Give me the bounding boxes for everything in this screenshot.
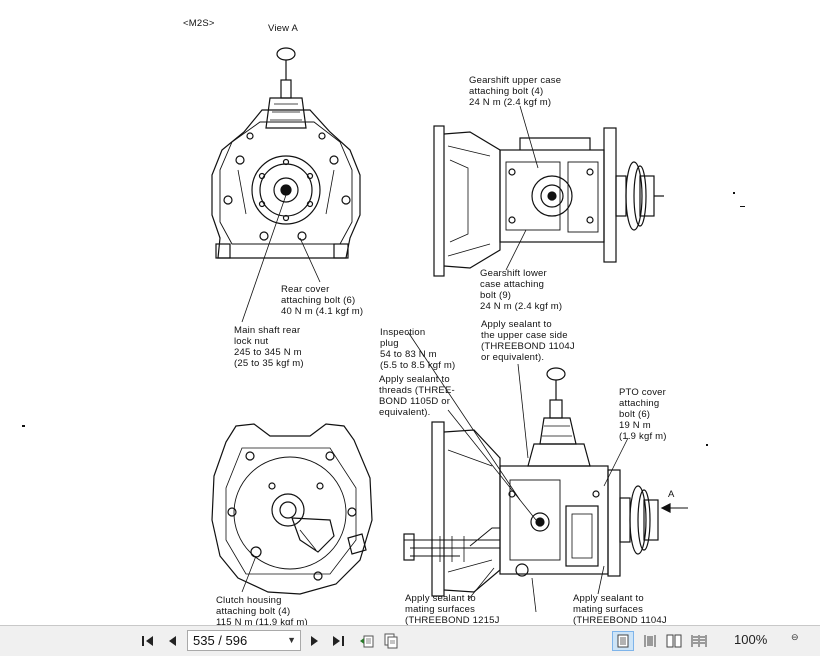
page-dropdown-icon[interactable]: ▼ (287, 635, 296, 645)
previous-page-icon (169, 636, 176, 646)
pto-side-view-drawing (403, 331, 688, 613)
view-a-arrow-letter: A (668, 489, 675, 500)
facing-icon (666, 634, 682, 648)
scan-specks (22, 192, 745, 446)
gearshift-upper-bolt-label: Gearshift upper case attaching bolt (4) … (469, 75, 562, 108)
next-view-icon (384, 633, 398, 649)
next-page-button[interactable] (307, 632, 323, 650)
previous-view-button[interactable] (358, 632, 376, 650)
continuous-facing-view-button[interactable] (690, 632, 708, 650)
single-page-view-button[interactable] (612, 631, 634, 651)
side-view-drawing (433, 105, 664, 277)
previous-page-button[interactable] (164, 632, 180, 650)
next-view-button[interactable] (382, 632, 400, 650)
previous-view-icon (360, 635, 374, 648)
model-tag: <M2S> (183, 18, 215, 29)
continuous-facing-icon (691, 635, 707, 647)
first-page-icon (142, 636, 153, 646)
pto-cover-bolt-label: PTO cover attaching bolt (6) 19 N m (1.9… (619, 387, 667, 442)
navigation-toolbar: 535 / 596 ▼ (0, 625, 820, 656)
zoom-level[interactable]: 100% (734, 632, 768, 647)
sealant-upper-case-label: Apply sealant to the upper case side (TH… (481, 319, 575, 363)
continuous-view-button[interactable] (641, 632, 659, 650)
last-page-button[interactable] (330, 632, 346, 650)
zoom-dropdown-icon[interactable]: ⊖ (791, 632, 799, 642)
continuous-icon (644, 635, 656, 647)
sealant-mating-right-label: Apply sealant to mating surfaces (THREEB… (573, 593, 667, 625)
first-page-button[interactable] (140, 632, 156, 650)
clutch-housing-drawing (211, 423, 373, 595)
clutch-housing-bolt-label: Clutch housing attaching bolt (4) 115 N … (216, 595, 308, 625)
gearshift-lower-bolt-label: Gearshift lower case attaching bolt (9) … (480, 268, 563, 312)
main-shaft-lock-nut-label: Main shaft rear lock nut 245 to 345 N m … (234, 325, 304, 369)
view-a-title: View A (268, 23, 299, 34)
single-page-icon (617, 634, 629, 648)
page-number-field[interactable]: 535 / 596 ▼ (187, 630, 301, 651)
transmission-drawings (22, 47, 745, 613)
facing-view-button[interactable] (665, 632, 683, 650)
last-page-icon (333, 636, 344, 646)
sealant-mating-left-label: Apply sealant to mating surfaces (THREEB… (405, 593, 500, 625)
inspection-plug-label: Inspection plug 54 to 83 N m (5.5 to 8.5… (380, 327, 456, 371)
rear-cover-bolt-label: Rear cover attaching bolt (6) 40 N m (4.… (281, 284, 364, 317)
rear-view-drawing (211, 47, 361, 323)
sealant-threads-label: Apply sealant to threads (THREE- BOND 11… (379, 374, 455, 418)
document-page: <M2S> View A Gearshift upper case attach… (22, 18, 745, 625)
next-page-icon (311, 636, 318, 646)
page-indicator: 535 / 596 (193, 633, 248, 648)
